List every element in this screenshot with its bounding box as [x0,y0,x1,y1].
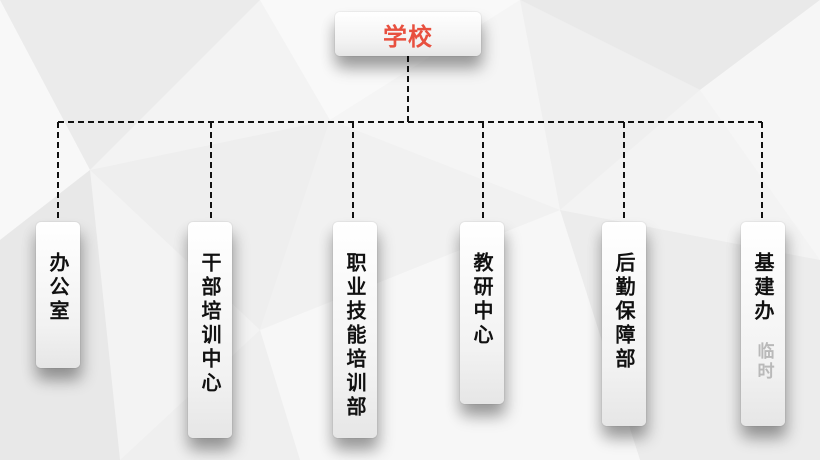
dept-note: 临时 [753,342,774,382]
dept-label: 干部培训中心 [198,252,222,396]
root-node: 学校 [335,12,481,56]
dept-label: 教研中心 [470,252,494,348]
dept-label: 办公室 [46,252,70,324]
dept-office: 办公室 [36,222,80,368]
root-label: 学校 [383,22,433,51]
dept-teaching-research: 教研中心 [460,222,504,404]
dept-label: 职业技能培训部 [343,252,367,420]
dept-logistics: 后勤保障部 [602,222,646,426]
dept-label: 后勤保障部 [612,252,636,372]
dept-label: 基建办 [751,252,775,324]
dept-infrastructure: 基建办 临时 [741,222,785,426]
dept-cadre-training: 干部培训中心 [188,222,232,438]
dept-vocational-training: 职业技能培训部 [333,222,377,438]
